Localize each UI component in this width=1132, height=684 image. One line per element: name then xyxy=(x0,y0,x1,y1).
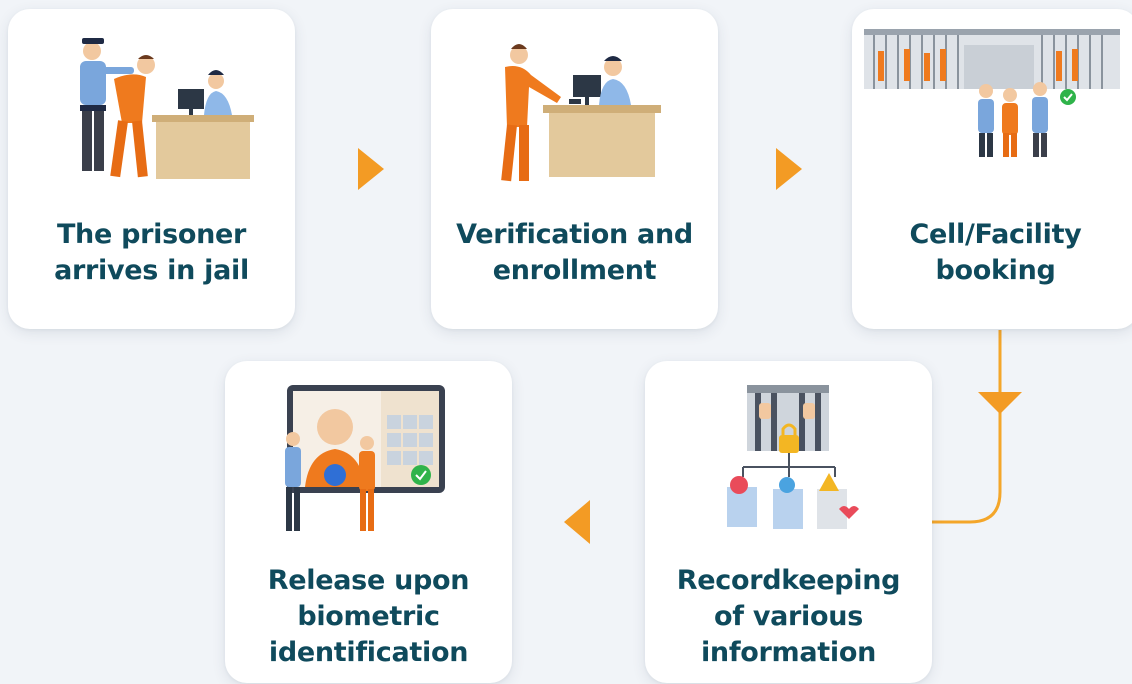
lock-icon xyxy=(779,435,799,453)
verification-illustration xyxy=(501,44,661,182)
check-icon xyxy=(411,465,431,485)
step-label: Cell/Facility booking xyxy=(909,219,1082,286)
step-card-booking: Cell/Facility booking xyxy=(852,9,1132,329)
step-card-verification: Verification and enrollment xyxy=(431,9,718,329)
biometric-release-illustration xyxy=(285,385,445,531)
check-icon xyxy=(1060,89,1076,105)
arrow-3-to-4 xyxy=(932,330,1022,524)
fingerprint-icon xyxy=(324,464,346,486)
step-label: Recordkeeping of various information xyxy=(676,565,901,668)
prisoner-arrival-illustration xyxy=(80,38,254,179)
step-card-recordkeeping: Recordkeeping of various information xyxy=(645,361,932,683)
step-card-arrives: The prisoner arrives in jail xyxy=(8,9,295,329)
step-label: Verification and enrollment xyxy=(456,219,693,286)
cell-booking-illustration xyxy=(864,29,1120,157)
step-card-release: Release upon biometric identification xyxy=(225,361,512,683)
arrow-1-to-2 xyxy=(296,148,430,190)
arrow-4-to-5 xyxy=(512,500,644,544)
step-label: Release upon biometric identification xyxy=(267,565,470,668)
arrow-2-to-3 xyxy=(718,148,852,190)
step-label: The prisoner arrives in jail xyxy=(54,219,249,286)
recordkeeping-illustration xyxy=(727,385,859,529)
